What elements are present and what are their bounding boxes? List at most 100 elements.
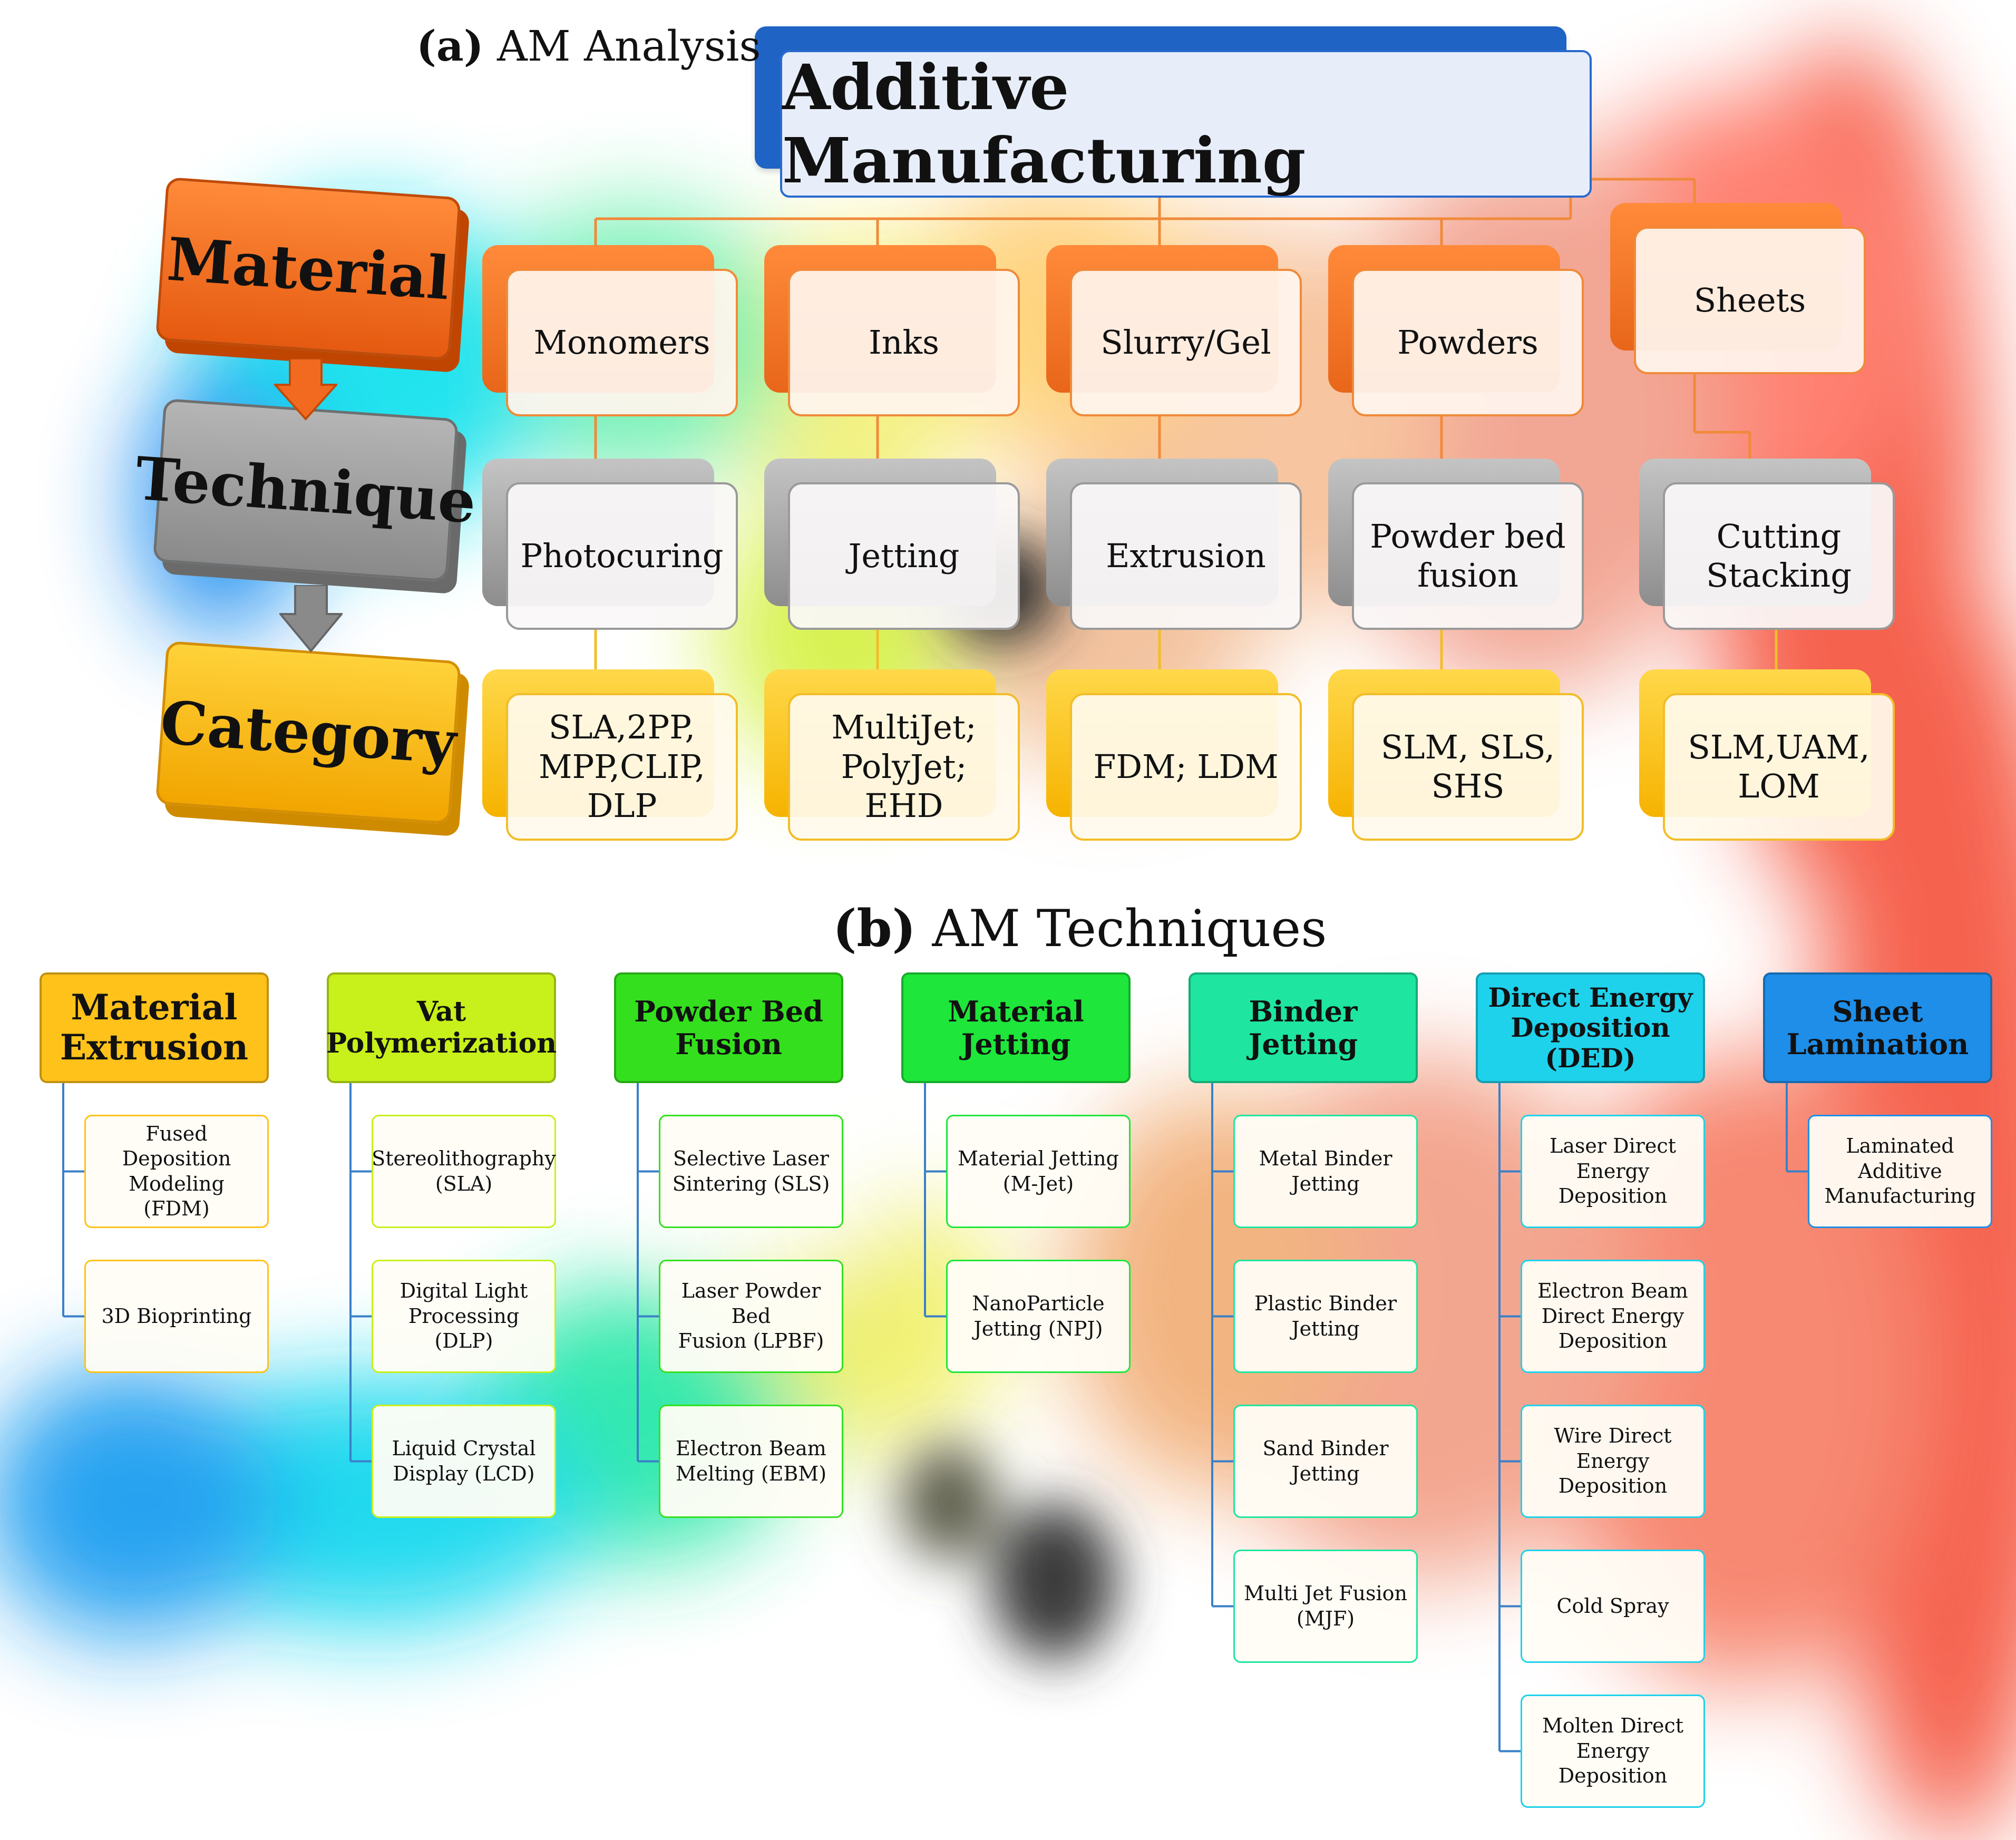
tile-category-label: FDM; LDM — [1093, 747, 1279, 786]
tile-material-label: Inks — [869, 323, 939, 362]
tile-category-label: SLA,2PP,MPP,CLIP,DLP — [538, 708, 706, 825]
tile-category-label: MultiJet;PolyJet; EHD — [831, 708, 977, 825]
tile-material: Monomers — [506, 269, 738, 416]
title-a: (a) AM Analysis — [416, 21, 761, 71]
tile-material-label: Slurry/Gel — [1100, 323, 1271, 362]
title-a-text: AM Analysis — [496, 22, 761, 71]
title-a-label: (a) — [416, 21, 484, 71]
tile-category-label: SLM,UAM,LOM — [1688, 727, 1870, 805]
title-b-label: (b) — [833, 899, 916, 958]
tile-technique: Extrusion — [1070, 482, 1302, 630]
side-label-category-text: Category — [158, 688, 459, 777]
technique-header: Material Jetting — [901, 972, 1131, 1083]
tile-category: FDM; LDM — [1070, 693, 1302, 841]
tile-technique-label: Jetting — [848, 536, 960, 575]
tile-material: Powders — [1352, 269, 1584, 416]
tile-category: SLM, SLS,SHS — [1352, 693, 1584, 841]
tile-technique-label: Extrusion — [1106, 536, 1266, 575]
tile-technique-label: Photocuring — [520, 536, 724, 575]
side-label-material-text: Material — [164, 224, 452, 314]
technique-header-label: Binder Jetting — [1248, 994, 1358, 1061]
technique-item: Multi Jet Fusion(MJF) — [1233, 1550, 1418, 1663]
side-label-technique: Technique — [133, 398, 478, 582]
technique-item: Material Jetting(M-Jet) — [946, 1115, 1131, 1228]
tile-material-label: Powders — [1397, 323, 1538, 362]
technique-header: Binder Jetting — [1189, 972, 1418, 1083]
technique-item: Stereolithography(SLA) — [372, 1115, 556, 1228]
technique-item-label: Material Jetting(M-Jet) — [958, 1147, 1119, 1195]
tile-material-label: Monomers — [533, 323, 710, 362]
tile-material: Inks — [788, 269, 1020, 416]
technique-item: 3D Bioprinting — [84, 1260, 269, 1373]
technique-header-label: Material Jetting — [948, 994, 1084, 1061]
arrow-down-icon — [274, 358, 337, 421]
banner-title: Additive Manufacturing — [782, 51, 1306, 197]
tile-technique: Jetting — [788, 482, 1020, 630]
technique-item-label: Multi Jet Fusion(MJF) — [1244, 1582, 1407, 1630]
title-b-text: AM Techniques — [932, 899, 1327, 958]
banner: Additive Manufacturing — [780, 50, 1592, 198]
side-label-category: Category — [155, 640, 462, 825]
tile-material: Sheets — [1634, 227, 1866, 374]
technique-item-label: 3D Bioprinting — [101, 1304, 252, 1328]
tile-category: SLM,UAM,LOM — [1663, 693, 1895, 841]
technique-item-label: Cold Spray — [1556, 1594, 1669, 1618]
tile-category: MultiJet;PolyJet; EHD — [788, 693, 1020, 841]
arrow-down-icon — [279, 585, 343, 653]
tile-material-label: Sheets — [1693, 280, 1806, 319]
side-label-material: Material — [155, 177, 462, 361]
side-label-technique-text: Technique — [133, 444, 478, 537]
tile-material: Slurry/Gel — [1070, 269, 1302, 416]
technique-item: Cold Spray — [1521, 1550, 1705, 1663]
technique-item-label: Stereolithography(SLA) — [372, 1147, 556, 1195]
tile-category: SLA,2PP,MPP,CLIP,DLP — [506, 693, 738, 841]
tile-technique: Photocuring — [506, 482, 738, 630]
title-b: (b) AM Techniques — [833, 899, 1327, 958]
tile-category-label: SLM, SLS,SHS — [1380, 727, 1555, 805]
